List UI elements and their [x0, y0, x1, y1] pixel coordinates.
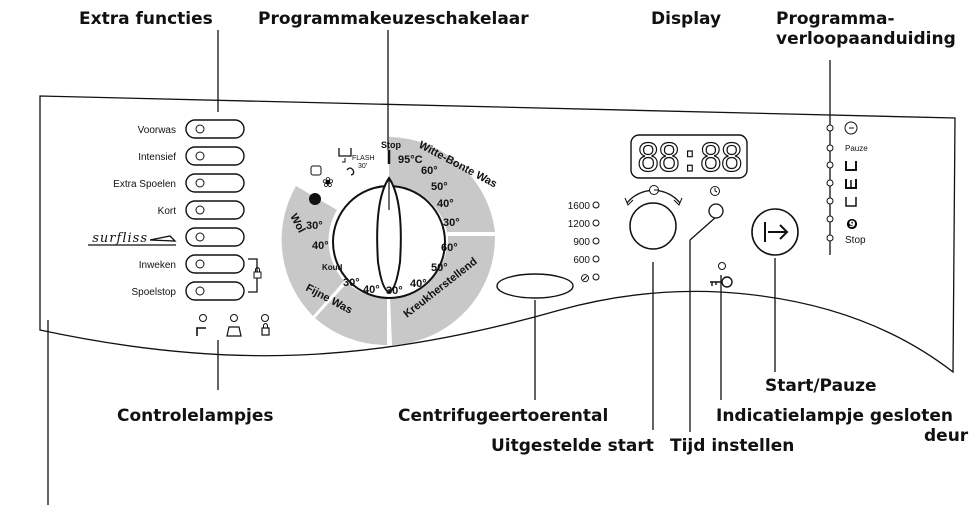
spin-progress-icon: ❾	[846, 217, 858, 233]
spin-1200: 1200	[568, 219, 591, 230]
temp-60b: 60°	[441, 242, 458, 254]
temp-30b: 30°	[386, 285, 403, 297]
tap-icon	[196, 327, 206, 336]
temp-30d: 30°	[306, 220, 323, 232]
dial-handle	[376, 176, 402, 294]
callout-extra-functies: Extra functies	[79, 9, 213, 29]
button-kort-label: Kort	[158, 206, 177, 217]
hand-wash-icon	[310, 165, 322, 176]
extra-function-buttons: Voorwas Intensief Extra Spoelen Kort sur…	[88, 119, 262, 301]
display-digits: 88:88	[637, 136, 742, 180]
button-intensief-label: Intensief	[138, 152, 176, 163]
snowflake-icon: ❀	[322, 175, 334, 191]
lock-icon	[261, 327, 270, 336]
temp-50a: 50°	[431, 181, 448, 193]
display-frame	[630, 134, 748, 179]
button-voorwas-label: Voorwas	[138, 125, 176, 136]
callout-deur-2: deur	[924, 426, 969, 446]
start-arrow-icon	[764, 222, 789, 242]
callout-controlelampjes: Controlelampjes	[117, 406, 274, 426]
spin-900: 900	[573, 237, 590, 248]
door-lock-led	[718, 262, 726, 270]
spin-drain-icon	[338, 148, 352, 163]
button-inweken-label: Inweken	[139, 260, 176, 271]
temp-30c: 30°	[343, 277, 360, 289]
button-spoelstop[interactable]: Spoelstop	[132, 281, 245, 301]
temp-50b: 50°	[431, 262, 448, 274]
wash-icon	[845, 179, 857, 189]
button-spoelstop-label: Spoelstop	[132, 287, 177, 298]
spin-1600: 1600	[568, 201, 591, 212]
surfliss-logo: surfliss	[92, 231, 148, 246]
time-set-button[interactable]	[708, 203, 724, 219]
callout-start-pauze: Start/Pauze	[765, 376, 877, 396]
label-koud: Koud	[322, 263, 343, 272]
lamp-lock-led	[261, 314, 269, 322]
prewash-icon	[845, 161, 857, 171]
button-inweken[interactable]: Inweken	[139, 254, 245, 274]
panel-outline	[39, 95, 956, 374]
sector-kreukherstellend	[390, 236, 496, 345]
callout-display: Display	[651, 9, 722, 29]
sector-fijne-was	[315, 283, 387, 346]
button-extra-spoelen[interactable]: Extra Spoelen	[113, 173, 245, 193]
spin-icon	[346, 167, 355, 176]
button-kort[interactable]: Kort	[158, 200, 245, 220]
detergent-icon	[226, 326, 242, 337]
button-extra-spoelen-label: Extra Spoelen	[113, 179, 176, 190]
spin-speed-list: 1600 1200 900 600 ⊘	[568, 201, 600, 285]
control-lamps	[196, 314, 270, 337]
button-voorwas[interactable]: Voorwas	[138, 119, 245, 139]
callout-programmaverloop-2: verloopaanduiding	[776, 29, 956, 49]
child-lock-icon	[253, 267, 262, 279]
sector-witte-bonte	[389, 137, 495, 232]
temp-40a: 40°	[437, 198, 454, 210]
spin-600: 600	[573, 255, 590, 266]
button-surfliss[interactable]: surfliss	[88, 227, 245, 247]
centrifuge-button[interactable]	[496, 273, 574, 299]
lamp-detergent-led	[230, 314, 238, 322]
lamp-water-led	[199, 314, 207, 322]
progress-indicator: Pauze ❾ Stop	[826, 121, 868, 246]
rinse-icon	[845, 197, 857, 207]
program-dial[interactable]: Stop FLASH 30' 95°C 60° 50° 40° 30° 60° …	[281, 137, 499, 346]
progress-stop: Stop	[845, 235, 866, 246]
leader-tijd-a	[689, 216, 717, 241]
label-flash-min: 30'	[358, 163, 367, 170]
callout-uitgestelde-start: Uitgestelde start	[491, 436, 654, 456]
callout-programmaverloop-1: Programma-	[776, 9, 895, 29]
sector-wol	[281, 186, 344, 316]
wool-icon	[309, 193, 321, 205]
callout-tijd-instellen: Tijd instellen	[670, 436, 795, 456]
callout-centrifugeertoerental: Centrifugeertoerental	[398, 406, 609, 426]
label-flash: FLASH	[352, 155, 375, 162]
callout-deur-1: Indicatielampje gesloten	[716, 406, 953, 426]
callout-programmakeuzeschakelaar: Programmakeuzeschakelaar	[258, 9, 529, 29]
progress-pauze: Pauze	[845, 144, 868, 153]
leader-lines	[47, 30, 831, 505]
label-stop: Stop	[381, 140, 401, 150]
delayed-start-knob[interactable]	[629, 202, 677, 250]
temp-40d: 40°	[312, 240, 329, 252]
iron-icon	[149, 235, 177, 242]
button-intensief[interactable]: Intensief	[138, 146, 245, 166]
temp-30a: 30°	[443, 217, 460, 229]
temp-95: 95°C	[398, 154, 423, 166]
temp-40c: 40°	[363, 284, 380, 296]
temp-40b: 40°	[410, 278, 427, 290]
temp-60a: 60°	[421, 165, 438, 177]
no-spin-icon: ⊘	[580, 271, 590, 285]
key-icon	[710, 276, 733, 288]
